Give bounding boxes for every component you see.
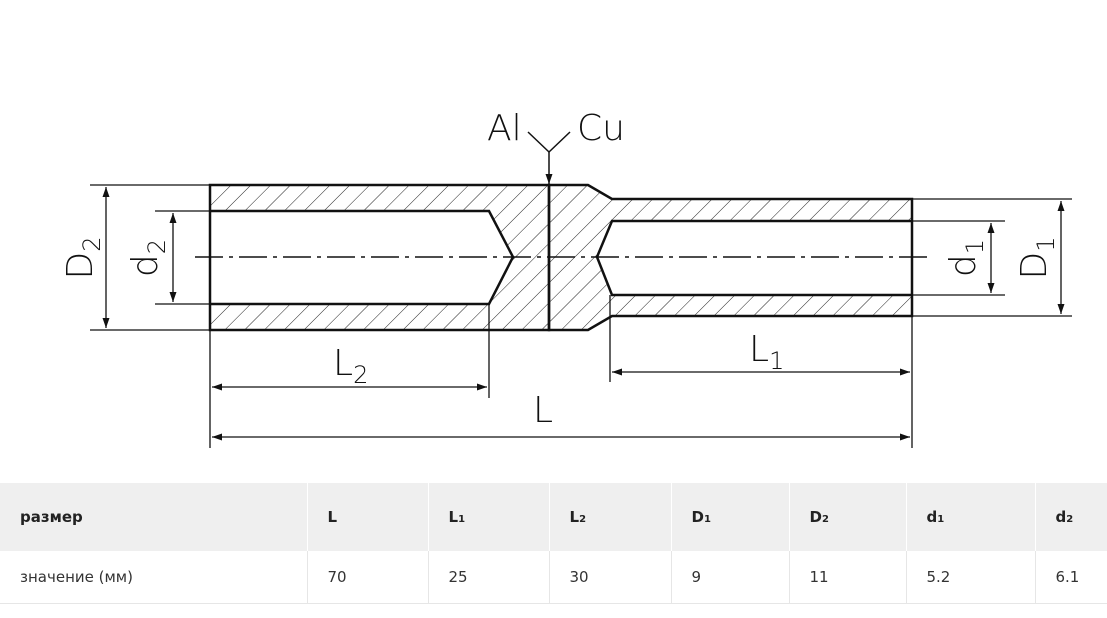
L-label: L bbox=[533, 390, 553, 431]
header-L: L bbox=[307, 483, 429, 551]
sleeve-cross-section: Al Cu D2 d2 d1 D1 bbox=[60, 108, 1072, 448]
header-L2: L2 bbox=[549, 483, 672, 551]
D1-label: D1 bbox=[1014, 236, 1060, 279]
technical-drawing: Al Cu D2 d2 d1 D1 bbox=[60, 108, 1072, 448]
al-label: Al bbox=[487, 108, 522, 149]
header-D1: D1 bbox=[671, 483, 790, 551]
cell-L: 70 bbox=[307, 551, 429, 604]
header-D2: D2 bbox=[789, 483, 907, 551]
table-header-row: размер L L1 L2 D1 D2 d1 d2 bbox=[0, 483, 1107, 551]
svg-text:D1: D1 bbox=[1014, 236, 1060, 279]
svg-text:D2: D2 bbox=[60, 236, 106, 279]
d1-label: d1 bbox=[943, 239, 989, 277]
cell-L1: 25 bbox=[428, 551, 550, 604]
header-d2: d2 bbox=[1035, 483, 1107, 551]
d2-label: d2 bbox=[125, 239, 171, 277]
cell-D1: 9 bbox=[671, 551, 790, 604]
cu-body-section bbox=[547, 183, 914, 332]
header-size: размер bbox=[0, 483, 308, 551]
dimensions-table: размер L L1 L2 D1 D2 d1 d2 значение (мм)… bbox=[0, 483, 1107, 604]
D2-label: D2 bbox=[60, 236, 106, 279]
L1-label: L1 bbox=[749, 329, 784, 375]
cell-value-label: значение (мм) bbox=[0, 551, 308, 604]
table-row: значение (мм) 70 25 30 9 11 5.2 6.1 bbox=[0, 551, 1107, 604]
L2-label: L2 bbox=[333, 343, 368, 389]
cell-D2: 11 bbox=[789, 551, 907, 604]
svg-text:d2: d2 bbox=[125, 239, 171, 277]
header-d1: d1 bbox=[906, 483, 1036, 551]
header-L1: L1 bbox=[428, 483, 550, 551]
svg-text:d1: d1 bbox=[943, 239, 989, 277]
cell-d1: 5.2 bbox=[906, 551, 1036, 604]
cell-d2: 6.1 bbox=[1035, 551, 1107, 604]
cell-L2: 30 bbox=[549, 551, 672, 604]
al-cu-boundary-pointer bbox=[527, 131, 571, 184]
cu-label: Cu bbox=[577, 108, 625, 149]
